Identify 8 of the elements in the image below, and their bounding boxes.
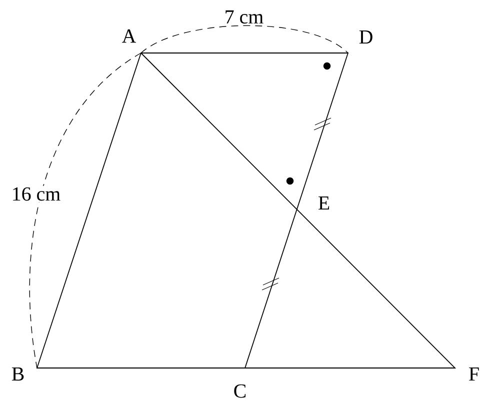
vertex-label: C xyxy=(232,382,248,400)
dimension-label: 7 cm xyxy=(222,8,266,26)
vertex-label: D xyxy=(357,28,375,46)
vertex-label: B xyxy=(10,366,26,382)
vertex-label: F xyxy=(466,366,482,382)
vertex-label: E xyxy=(316,195,332,212)
vertex-label: A xyxy=(120,28,138,44)
dimension-label: 16 cm xyxy=(10,186,62,202)
